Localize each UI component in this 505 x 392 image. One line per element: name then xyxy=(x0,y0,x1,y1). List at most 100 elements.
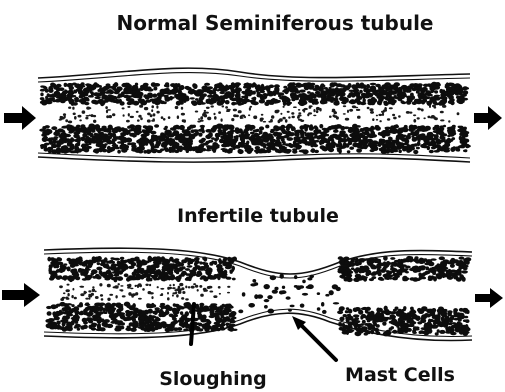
cell-dot xyxy=(270,130,275,133)
cell-dot xyxy=(147,257,152,260)
cell-dot xyxy=(143,94,148,98)
cell-dot xyxy=(260,96,266,100)
cell-dot xyxy=(156,111,159,114)
cell-dot xyxy=(150,114,153,117)
cell-dot xyxy=(343,113,346,115)
cell-dot xyxy=(169,141,173,146)
cell-dot xyxy=(447,326,451,331)
cell-dot xyxy=(339,88,345,93)
cell-dot xyxy=(465,319,469,323)
cell-dot xyxy=(76,127,82,129)
cell-dot xyxy=(211,98,214,101)
cell-dot xyxy=(394,324,397,326)
cell-dot xyxy=(62,117,64,119)
cell-dot xyxy=(435,97,440,101)
cell-dot xyxy=(198,272,202,275)
cell-dot xyxy=(377,101,381,105)
cell-dot xyxy=(414,86,421,89)
cell-dot xyxy=(204,328,209,332)
cell-dot xyxy=(379,148,385,151)
cell-dot xyxy=(290,85,294,88)
cell-dot xyxy=(293,106,297,108)
cell-dot xyxy=(266,149,271,153)
cell-dot xyxy=(339,306,345,311)
cell-dot xyxy=(216,328,221,332)
cell-dot xyxy=(313,109,315,112)
cell-dot xyxy=(449,273,455,276)
cell-dot xyxy=(153,257,158,260)
cell-dot xyxy=(365,89,371,92)
cell-dot xyxy=(132,134,135,138)
cell-dot xyxy=(362,269,369,272)
cell-dot xyxy=(211,261,215,264)
cell-dot xyxy=(201,86,208,90)
cell-dot xyxy=(200,93,205,97)
cell-dot xyxy=(347,329,354,333)
cell-dot xyxy=(118,283,120,285)
cell-dot xyxy=(448,131,453,136)
cell-dot xyxy=(369,133,374,137)
cell-dot xyxy=(120,322,125,325)
cell-dot xyxy=(51,93,56,97)
cell-dot xyxy=(292,144,299,148)
cell-dot xyxy=(105,128,111,133)
cell-dot xyxy=(204,142,208,145)
cell-dot xyxy=(448,322,452,325)
cell-dot xyxy=(101,95,105,99)
cell-dot xyxy=(302,149,309,154)
cell-dot xyxy=(137,99,143,101)
cell-dot xyxy=(74,116,77,120)
cell-dot xyxy=(78,90,84,95)
cell-dot xyxy=(396,312,402,317)
cell-dot xyxy=(170,267,174,270)
cell-dot xyxy=(430,96,436,101)
cell-dot xyxy=(456,328,462,331)
cell-dot xyxy=(178,286,181,289)
cell-dot xyxy=(74,326,78,329)
cell-dot xyxy=(173,314,178,317)
cell-dot xyxy=(226,277,232,280)
cell-dot xyxy=(423,330,429,335)
cell-dot xyxy=(249,127,253,131)
cell-dot xyxy=(82,143,89,146)
cell-dot xyxy=(401,260,406,263)
cell-dot xyxy=(152,276,157,279)
cell-dot xyxy=(198,118,201,120)
cell-dot xyxy=(97,259,102,262)
cell-dot xyxy=(182,119,185,122)
cell-dot xyxy=(428,268,433,272)
cell-dot xyxy=(389,107,393,109)
cell-dot xyxy=(60,99,65,102)
cell-dot xyxy=(306,97,312,100)
cell-dot xyxy=(440,89,444,93)
cell-dot xyxy=(104,277,110,280)
infertile-tubule-title: Infertile tubule xyxy=(177,205,339,227)
cell-dot xyxy=(220,316,224,319)
cell-dot xyxy=(85,136,89,141)
cell-dot xyxy=(393,117,397,120)
cell-dot xyxy=(211,137,215,140)
cell-dot xyxy=(148,270,155,274)
cell-dot xyxy=(149,284,151,287)
cell-dot xyxy=(212,149,217,152)
cell-dot xyxy=(265,125,269,129)
cell-dot xyxy=(168,116,171,119)
cell-dot xyxy=(217,129,222,133)
cell-dot xyxy=(59,285,63,288)
cell-dot xyxy=(96,143,99,146)
normal-outer-wall-top xyxy=(38,68,470,78)
cell-dot xyxy=(403,127,407,131)
cell-dot xyxy=(387,143,393,148)
cell-dot xyxy=(384,107,387,111)
cell-dot xyxy=(404,331,408,334)
cell-dot xyxy=(225,100,230,104)
infertile-tubule xyxy=(2,248,503,340)
cell-dot xyxy=(433,276,436,279)
cell-dot xyxy=(370,129,373,132)
cell-dot xyxy=(245,127,250,131)
cell-dot xyxy=(283,106,285,108)
cell-dot xyxy=(185,298,189,300)
cell-dot xyxy=(84,304,90,306)
cell-dot xyxy=(123,129,128,134)
cell-dot xyxy=(358,269,362,273)
